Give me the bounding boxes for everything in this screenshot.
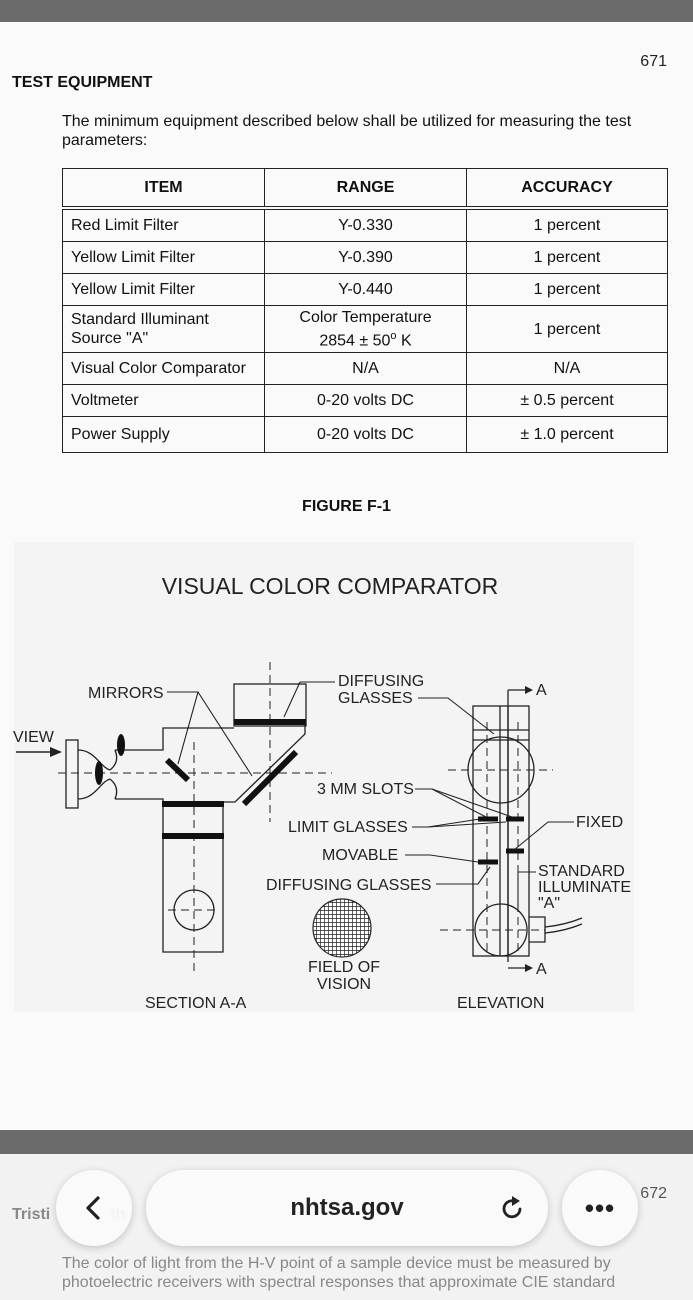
cell-item-line1: Standard Illuminant bbox=[71, 311, 209, 328]
label-diffusing-glasses: DIFFUSING GLASSES bbox=[266, 877, 431, 894]
label-diffusing-top-2: GLASSES bbox=[338, 690, 413, 707]
cell-item: Visual Color Comparator bbox=[62, 352, 265, 385]
cell-range-line1: Color Temperature bbox=[299, 308, 432, 326]
header-item: ITEM bbox=[62, 168, 265, 210]
cell-accuracy: 1 percent bbox=[466, 305, 668, 353]
cell-range: 0-20 volts DC bbox=[264, 384, 467, 417]
cell-range-line2: 2854 ± 50 bbox=[319, 332, 391, 350]
label-field-2: VISION bbox=[317, 976, 371, 993]
table-row: Standard Illuminant Source "A" Color Tem… bbox=[62, 305, 668, 353]
cell-accuracy: ± 0.5 percent bbox=[466, 384, 668, 417]
label-mirrors: MIRRORS bbox=[88, 685, 164, 702]
label-limit-glasses: LIMIT GLASSES bbox=[288, 819, 408, 836]
cell-item-line2: Source "A" bbox=[71, 330, 149, 347]
table-row: Visual Color Comparator N/A N/A bbox=[62, 352, 668, 385]
label-diffusing-top-1: DIFFUSING bbox=[338, 673, 424, 690]
cell-accuracy: 1 percent bbox=[466, 273, 668, 306]
url-text: nhtsa.gov bbox=[290, 1194, 404, 1221]
chevron-left-icon bbox=[86, 1196, 100, 1220]
elevation-centerlines bbox=[440, 722, 553, 952]
cell-item: Power Supply bbox=[62, 416, 265, 453]
cell-range: Color Temperature 2854 ± 50o K bbox=[264, 305, 467, 353]
top-bar bbox=[0, 0, 693, 22]
elevation-outline bbox=[467, 690, 583, 962]
label-movable: MOVABLE bbox=[322, 847, 398, 864]
cell-item: Standard Illuminant Source "A" bbox=[62, 305, 265, 353]
table-row: Yellow Limit Filter Y-0.440 1 percent bbox=[62, 273, 668, 306]
header-accuracy: ACCURACY bbox=[466, 168, 668, 210]
cell-accuracy: 1 percent bbox=[466, 241, 668, 274]
label-standard-1: STANDARD bbox=[538, 863, 625, 880]
cell-item: Yellow Limit Filter bbox=[62, 273, 265, 306]
cell-range-unit: K bbox=[396, 332, 412, 350]
cell-range: 0-20 volts DC bbox=[264, 416, 467, 453]
label-a-top: A bbox=[536, 682, 547, 699]
equipment-table: ITEM RANGE ACCURACY Red Limit Filter Y-0… bbox=[62, 168, 668, 453]
body-paragraph: The color of light from the H-V point of… bbox=[62, 1255, 616, 1291]
figure-caption: FIGURE F-1 bbox=[302, 498, 391, 515]
label-field-1: FIELD OF bbox=[308, 959, 380, 976]
table-row: Red Limit Filter Y-0.330 1 percent bbox=[62, 207, 668, 242]
more-icon: ••• bbox=[584, 1192, 616, 1223]
section-arrows bbox=[508, 686, 533, 972]
cell-range: Y-0.330 bbox=[264, 207, 467, 242]
cell-item: Yellow Limit Filter bbox=[62, 241, 265, 274]
cell-accuracy: ± 1.0 percent bbox=[466, 416, 668, 453]
label-fixed: FIXED bbox=[576, 814, 623, 831]
label-slots: 3 MM SLOTS bbox=[317, 781, 414, 798]
mirrors-leaders bbox=[167, 681, 335, 777]
pdf-page-671: 671 TEST EQUIPMENT The minimum equipment… bbox=[0, 22, 693, 1130]
label-section: SECTION A-A bbox=[145, 995, 247, 1012]
label-view: VIEW bbox=[13, 729, 55, 746]
field-of-vision-icon bbox=[312, 898, 372, 958]
header-range: RANGE bbox=[264, 168, 467, 210]
label-standard-2: ILLUMINATE bbox=[538, 879, 631, 896]
cell-item: Voltmeter bbox=[62, 384, 265, 417]
comparator-diagram: VISUAL COLOR COMPARATOR M bbox=[13, 573, 631, 1012]
table-row: Yellow Limit Filter Y-0.390 1 percent bbox=[62, 241, 668, 274]
figure-title: VISUAL COLOR COMPARATOR bbox=[162, 573, 499, 599]
intro-paragraph: The minimum equipment described below sh… bbox=[62, 113, 632, 149]
table-row: Power Supply 0-20 volts DC ± 1.0 percent bbox=[62, 416, 668, 453]
label-elevation: ELEVATION bbox=[457, 995, 544, 1012]
view-arrow bbox=[16, 747, 62, 757]
elevation-leaders bbox=[405, 697, 574, 912]
address-bar[interactable]: nhtsa.gov bbox=[146, 1170, 548, 1246]
elevation-glasses bbox=[478, 816, 524, 865]
cell-item: Red Limit Filter bbox=[62, 207, 265, 242]
cell-range: Y-0.390 bbox=[264, 241, 467, 274]
table-header-row: ITEM RANGE ACCURACY bbox=[62, 168, 668, 210]
label-standard-3: "A" bbox=[538, 895, 560, 912]
label-a-bottom: A bbox=[536, 961, 547, 978]
section-title: TEST EQUIPMENT bbox=[12, 74, 153, 91]
more-button[interactable]: ••• bbox=[562, 1170, 638, 1246]
page-number: 671 bbox=[640, 53, 667, 70]
reload-icon[interactable] bbox=[498, 1194, 526, 1222]
page-separator bbox=[0, 1130, 693, 1154]
cell-accuracy: 1 percent bbox=[466, 207, 668, 242]
back-button[interactable] bbox=[56, 1170, 132, 1246]
eyepiece-left bbox=[117, 734, 125, 756]
degree-sup: o bbox=[390, 329, 397, 342]
page-number: 672 bbox=[640, 1185, 667, 1202]
cell-range: Y-0.440 bbox=[264, 273, 467, 306]
title-fragment-1: Tristi bbox=[12, 1206, 51, 1223]
section-glasses bbox=[162, 719, 306, 839]
section-centerlines bbox=[58, 662, 332, 972]
eyepiece-right bbox=[95, 761, 103, 785]
table-row: Voltmeter 0-20 volts DC ± 0.5 percent bbox=[62, 384, 668, 417]
cell-accuracy: N/A bbox=[466, 352, 668, 385]
cell-range: N/A bbox=[264, 352, 467, 385]
